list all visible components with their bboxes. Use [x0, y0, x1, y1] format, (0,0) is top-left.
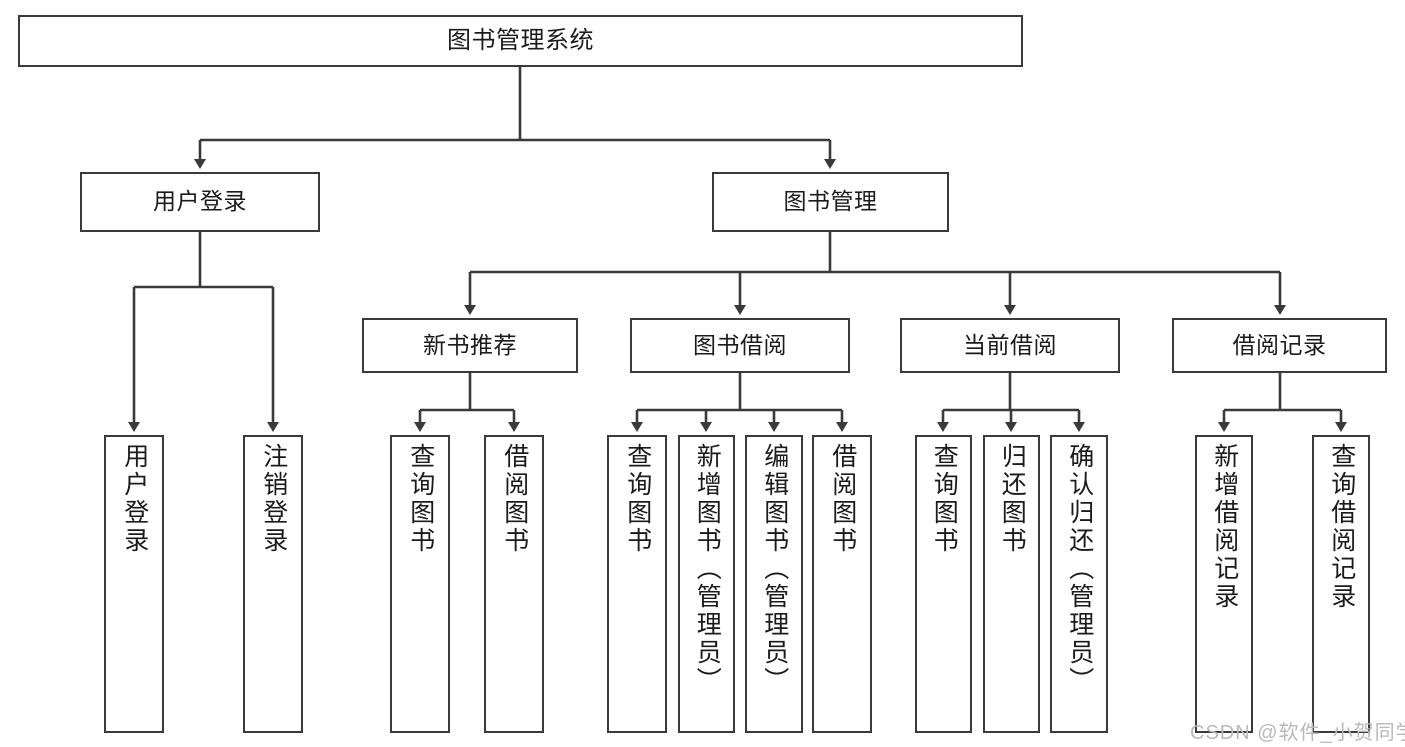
node-borrow-record[interactable]: 借阅记录 — [1172, 318, 1387, 373]
node-leaf-add-book-label: 新增图书（管理员） — [693, 443, 722, 695]
node-leaf-return-book[interactable]: 归还图书 — [983, 435, 1040, 733]
node-current-borrow-label: 当前借阅 — [963, 331, 1057, 358]
node-leaf-query-record[interactable]: 查询借阅记录 — [1312, 435, 1370, 733]
node-book-borrow[interactable]: 图书借阅 — [630, 318, 850, 373]
node-book-borrow-label: 图书借阅 — [693, 331, 787, 358]
node-book-manage-label: 图书管理 — [783, 188, 878, 215]
node-new-book-recommend-label: 新书推荐 — [423, 331, 517, 358]
node-leaf-query-record-label: 查询借阅记录 — [1327, 443, 1356, 611]
node-leaf-edit-book[interactable]: 编辑图书（管理员） — [745, 435, 803, 733]
node-new-book-recommend[interactable]: 新书推荐 — [362, 318, 578, 373]
node-leaf-query-book-3[interactable]: 查询图书 — [915, 435, 972, 733]
node-leaf-query-book-1-label: 查询图书 — [406, 443, 435, 555]
node-root-label: 图书管理系统 — [447, 26, 594, 54]
node-leaf-add-book[interactable]: 新增图书（管理员） — [678, 435, 735, 733]
node-leaf-borrow-book-1[interactable]: 借阅图书 — [484, 435, 544, 733]
node-leaf-borrow-book-2-label: 借阅图书 — [828, 443, 857, 555]
node-leaf-user-logout[interactable]: 注销登录 — [243, 435, 303, 733]
node-leaf-confirm-return[interactable]: 确认归还（管理员） — [1050, 435, 1108, 733]
node-current-borrow[interactable]: 当前借阅 — [900, 318, 1120, 373]
node-leaf-user-logout-label: 注销登录 — [259, 443, 288, 555]
node-leaf-confirm-return-label: 确认归还（管理员） — [1065, 443, 1094, 695]
node-leaf-query-book-2[interactable]: 查询图书 — [607, 435, 667, 733]
node-leaf-user-login[interactable]: 用户登录 — [104, 435, 164, 733]
node-leaf-query-book-1[interactable]: 查询图书 — [390, 435, 450, 733]
node-leaf-query-book-2-label: 查询图书 — [623, 443, 652, 555]
node-book-manage[interactable]: 图书管理 — [712, 172, 949, 232]
node-user-login[interactable]: 用户登录 — [80, 172, 320, 232]
watermark-text: CSDN @软件_小贺同学 — [1190, 722, 1405, 744]
node-leaf-edit-book-label: 编辑图书（管理员） — [760, 443, 789, 695]
node-borrow-record-label: 借阅记录 — [1232, 331, 1327, 358]
node-leaf-add-record-label: 新增借阅记录 — [1210, 443, 1239, 611]
node-leaf-borrow-book-2[interactable]: 借阅图书 — [812, 435, 872, 733]
node-leaf-query-book-3-label: 查询图书 — [930, 443, 959, 555]
node-leaf-borrow-book-1-label: 借阅图书 — [500, 443, 529, 555]
node-leaf-return-book-label: 归还图书 — [998, 443, 1027, 555]
node-leaf-add-record[interactable]: 新增借阅记录 — [1195, 435, 1253, 733]
node-user-login-label: 用户登录 — [153, 188, 247, 215]
node-root[interactable]: 图书管理系统 — [18, 15, 1023, 67]
node-leaf-user-login-label: 用户登录 — [120, 443, 149, 555]
